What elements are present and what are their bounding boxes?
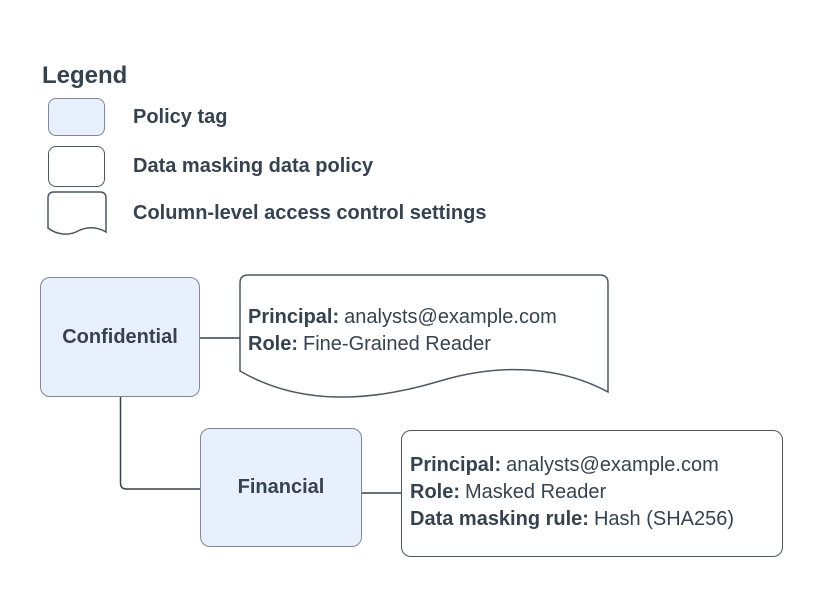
masking-principal-label: Principal: [410, 454, 502, 476]
policy-tag-confidential-label: Confidential [62, 325, 178, 348]
data-masking-policy-swatch [48, 146, 105, 187]
policy-tag-financial: Financial [200, 428, 362, 547]
policy-tag-swatch [48, 98, 105, 136]
access-principal-line: Principal:analysts@example.com [248, 304, 557, 331]
legend-title: Legend [42, 62, 128, 89]
masking-role-label: Role: [410, 481, 460, 503]
access-role-label: Role: [248, 333, 298, 355]
masking-rule-value: Hash (SHA256) [593, 508, 735, 530]
legend-item-policy-tag: Policy tag [133, 106, 228, 128]
data-masking-policy-box: Principal:analysts@example.com Role:Mask… [401, 430, 783, 557]
masking-principal-value: analysts@example.com [506, 454, 719, 476]
masking-principal-line: Principal:analysts@example.com [410, 452, 776, 479]
access-principal-value: analysts@example.com [344, 306, 557, 328]
legend-item-data-masking-policy: Data masking data policy [133, 155, 374, 177]
access-settings-text: Principal:analysts@example.com Role:Fine… [248, 304, 557, 358]
legend-item-column-access: Column-level access control settings [133, 202, 487, 224]
masking-rule-label: Data masking rule: [410, 508, 589, 530]
policy-tag-financial-label: Financial [237, 476, 325, 498]
masking-rule-line: Data masking rule:Hash (SHA256) [410, 506, 776, 533]
column-access-document-swatch [47, 191, 107, 235]
access-principal-label: Principal: [248, 306, 340, 328]
masking-role-line: Role:Masked Reader [410, 479, 776, 506]
policy-tag-confidential: Confidential [40, 277, 200, 397]
connector-confidential-financial [119, 397, 200, 490]
access-role-value: Fine-Grained Reader [303, 333, 491, 355]
access-role-line: Role:Fine-Grained Reader [248, 331, 557, 358]
masking-role-value: Masked Reader [465, 481, 607, 503]
